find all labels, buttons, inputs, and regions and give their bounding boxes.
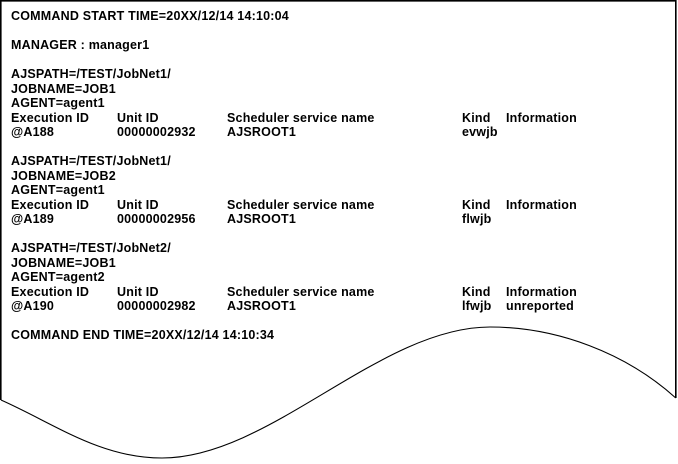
cell-kind: flwjb [462, 212, 492, 226]
cell-execution-id: @A188 [11, 125, 55, 139]
command-start-line: COMMAND START TIME=20XX/12/14 14:10:04 [11, 9, 289, 23]
cell-unit-id: 00000002932 [117, 125, 196, 139]
header-scheduler-service-name: Scheduler service name [227, 110, 375, 125]
table-data-row: @A189 00000002956 AJSROOT1 flwjb [11, 212, 670, 227]
header-execution-id: Execution ID [11, 284, 90, 299]
header-kind: Kind [462, 284, 491, 299]
job-block: AJSPATH=/TEST/JobNet2/ JOBNAME=JOB1 AGEN… [11, 241, 670, 328]
job-block: AJSPATH=/TEST/JobNet1/ JOBNAME=JOB2 AGEN… [11, 154, 670, 241]
header-kind: Kind [462, 110, 491, 125]
header-scheduler-service-name: Scheduler service name [227, 284, 375, 299]
header-information: Information [506, 110, 577, 125]
cell-kind: evwjb [462, 125, 498, 139]
job-block: AJSPATH=/TEST/JobNet1/ JOBNAME=JOB1 AGEN… [11, 67, 670, 154]
blank-line [11, 24, 670, 39]
ajspath-line: AJSPATH=/TEST/JobNet1/ [11, 67, 171, 81]
blank-line [11, 53, 670, 68]
table-data-row: @A190 00000002982 AJSROOT1 lfwjb unrepor… [11, 299, 670, 314]
torn-edge-wave [0, 326, 677, 459]
header-unit-id: Unit ID [117, 110, 159, 125]
header-unit-id: Unit ID [117, 284, 159, 299]
agent-line: AGENT=agent1 [11, 96, 105, 110]
blank-line [11, 314, 670, 329]
cell-unit-id: 00000002956 [117, 212, 196, 226]
agent-line: AGENT=agent1 [11, 183, 105, 197]
cell-scheduler-service-name: AJSROOT1 [227, 299, 296, 313]
cell-scheduler-service-name: AJSROOT1 [227, 125, 296, 139]
command-end-line: COMMAND END TIME=20XX/12/14 14:10:34 [11, 328, 275, 342]
blank-line [11, 227, 670, 242]
header-kind: Kind [462, 197, 491, 212]
blank-line [11, 140, 670, 155]
table-data-row: @A188 00000002932 AJSROOT1 evwjb [11, 125, 670, 140]
cell-information [506, 125, 670, 140]
header-scheduler-service-name: Scheduler service name [227, 197, 375, 212]
table-header-row: Execution ID Unit ID Scheduler service n… [11, 198, 670, 213]
table-header-row: Execution ID Unit ID Scheduler service n… [11, 285, 670, 300]
cell-kind: lfwjb [462, 299, 492, 313]
jobname-line: JOBNAME=JOB1 [11, 81, 116, 96]
ajspath-line: AJSPATH=/TEST/JobNet1/ [11, 154, 171, 168]
cell-unit-id: 00000002982 [117, 299, 196, 313]
command-output-text: COMMAND START TIME=20XX/12/14 14:10:04 M… [11, 9, 670, 343]
header-execution-id: Execution ID [11, 110, 90, 125]
header-information: Information [506, 197, 577, 212]
header-unit-id: Unit ID [117, 197, 159, 212]
cell-execution-id: @A189 [11, 212, 55, 226]
table-header-row: Execution ID Unit ID Scheduler service n… [11, 111, 670, 126]
agent-line: AGENT=agent2 [11, 270, 105, 284]
jobname-line: JOBNAME=JOB1 [11, 255, 116, 270]
cell-information: unreported [506, 299, 574, 313]
header-execution-id: Execution ID [11, 197, 90, 212]
cell-information [506, 212, 670, 227]
jobname-line: JOBNAME=JOB2 [11, 168, 116, 183]
cell-scheduler-service-name: AJSROOT1 [227, 212, 296, 226]
cell-execution-id: @A190 [11, 299, 55, 313]
header-information: Information [506, 284, 577, 299]
ajspath-line: AJSPATH=/TEST/JobNet2/ [11, 241, 171, 255]
manager-line: MANAGER : manager1 [11, 38, 150, 52]
